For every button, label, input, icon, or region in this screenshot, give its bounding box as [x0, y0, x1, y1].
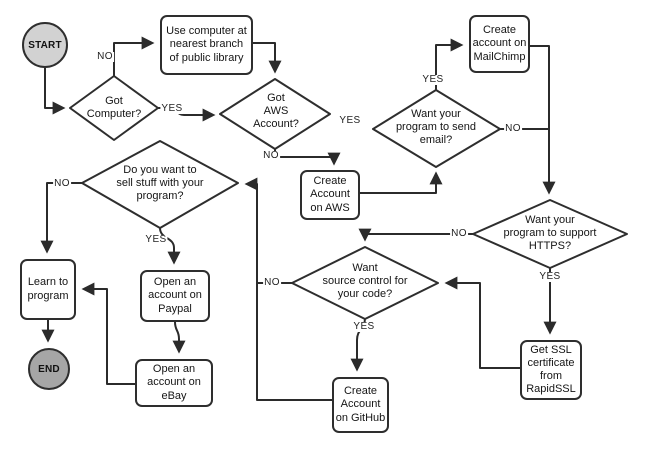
edge-label-aws-no: NO — [262, 150, 280, 161]
edge-label-https-yes: YES — [538, 271, 562, 282]
process-create-aws: Create Account on AWS — [300, 170, 360, 220]
decision-send-email-shape — [372, 89, 501, 168]
edge-sell-stuff-yes-to-paypal — [159, 227, 181, 265]
edge-label-email-yes: YES — [421, 74, 445, 85]
process-library: Use computer at nearest branch of public… — [160, 15, 253, 75]
decision-got-computer-shape — [69, 75, 159, 141]
process-learn-to-program: Learn to program — [20, 259, 76, 320]
edge-label-source-yes: YES — [352, 321, 376, 332]
edge-paypal-to-ebay — [172, 321, 186, 354]
edge-label-aws-yes: YES — [338, 115, 362, 126]
start-terminator: START — [22, 22, 68, 68]
edge-library-to-got-aws — [253, 42, 282, 74]
process-mailchimp: Create account on MailChimp — [469, 15, 530, 73]
end-terminator: END — [28, 348, 70, 390]
decision-https-shape — [472, 199, 628, 269]
edge-rapidssl-to-source-control — [444, 276, 520, 369]
decision-sell-stuff-shape — [81, 140, 239, 229]
edge-label-https-no: NO — [450, 228, 468, 239]
edge-mailchimp-to-https — [530, 45, 556, 195]
decision-source-control-shape — [291, 246, 439, 320]
edge-label-sell-yes: YES — [144, 234, 168, 245]
edge-sell-stuff-no-to-learn — [40, 182, 82, 254]
edge-label-computer-yes: YES — [160, 103, 184, 114]
process-github: Create Account on GitHub — [332, 377, 389, 433]
edge-got-aws-no-to-create-aws — [274, 149, 341, 166]
decision-got-aws-shape — [219, 78, 331, 150]
edge-label-sell-no: NO — [53, 178, 71, 189]
edge-create-aws-to-send-email — [360, 171, 443, 194]
process-paypal: Open an account on Paypal — [140, 270, 210, 322]
edge-https-no-to-source-control — [358, 228, 473, 242]
process-rapidssl: Get SSL certificate from RapidSSL — [520, 340, 582, 400]
edge-label-source-no: NO — [263, 277, 281, 288]
edge-start-to-got-computer — [44, 68, 66, 115]
edge-label-email-no: NO — [504, 123, 522, 134]
edge-ebay-to-learn — [81, 282, 135, 385]
edge-got-computer-no-to-library — [113, 36, 155, 76]
edge-label-computer-no: NO — [96, 51, 114, 62]
edge-github-to-sell-stuff — [244, 177, 332, 401]
process-ebay: Open an account on eBay — [135, 359, 213, 407]
